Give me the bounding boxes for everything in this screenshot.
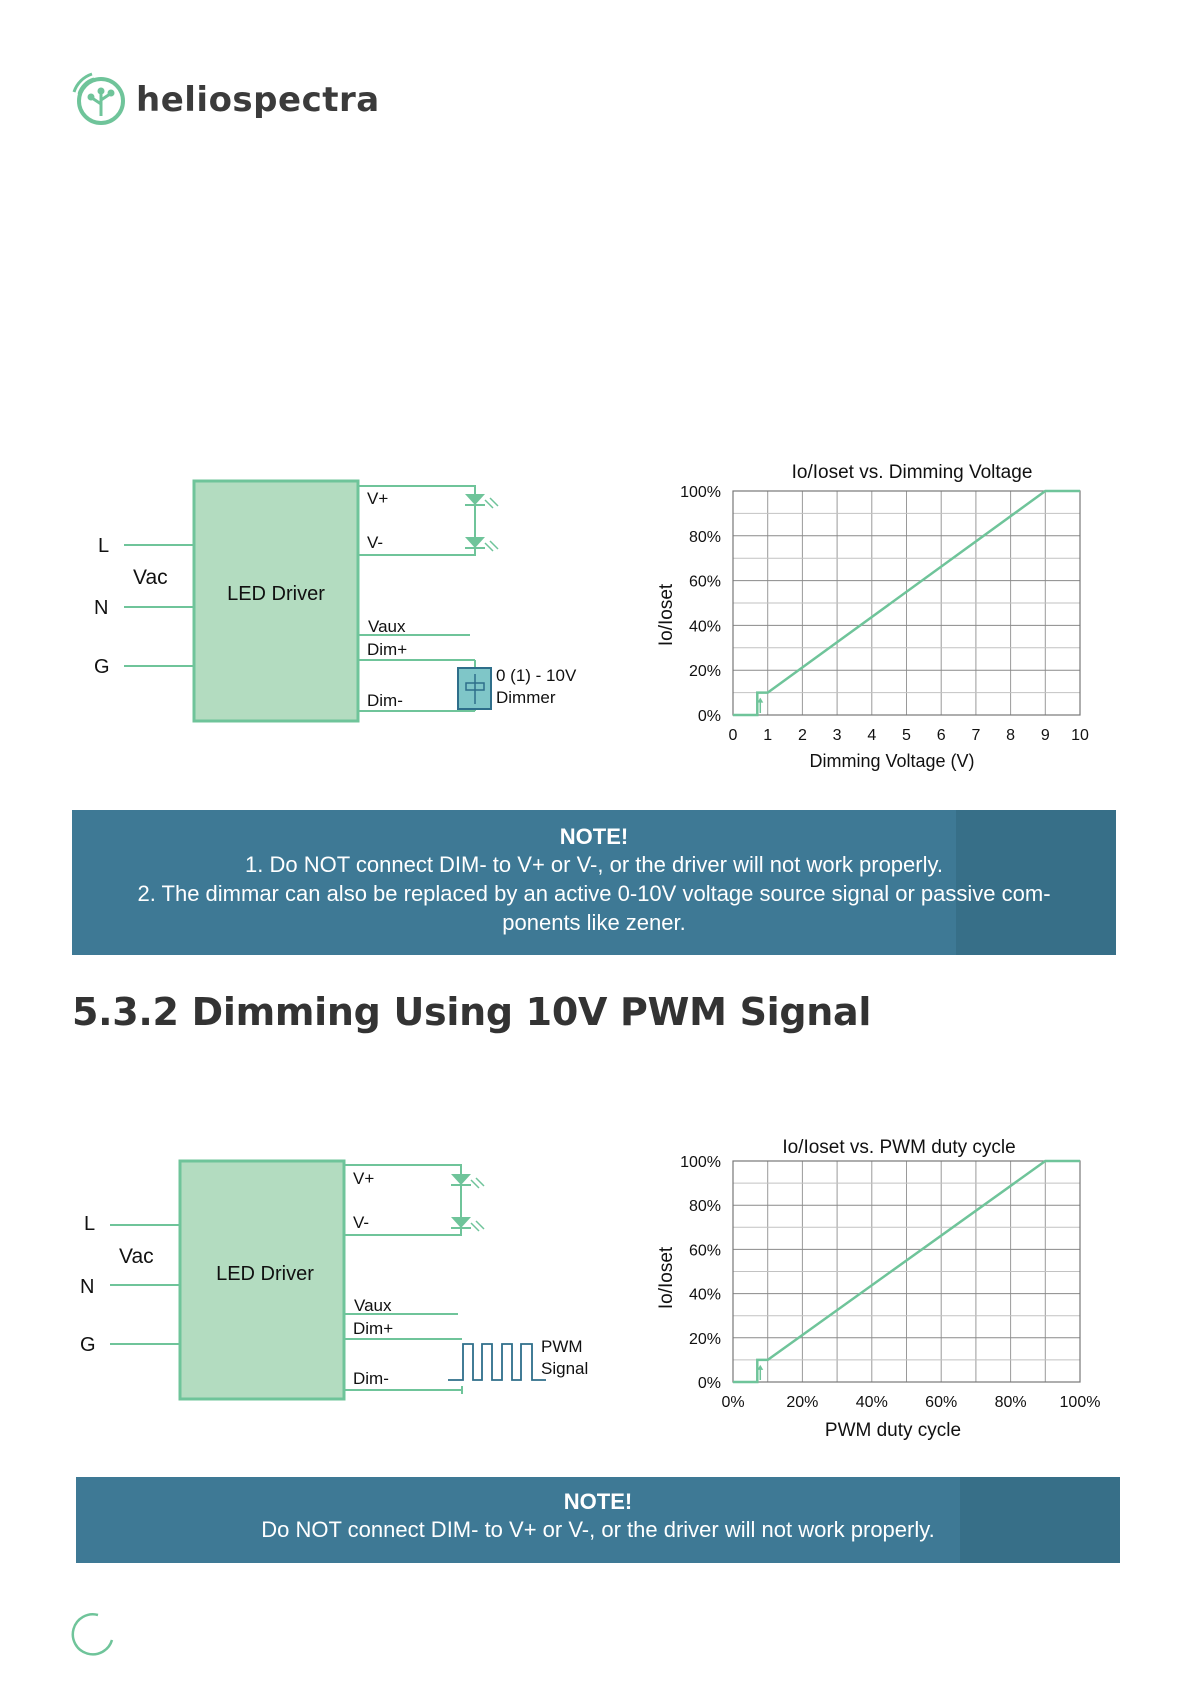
label-vaux: Vaux bbox=[368, 617, 406, 636]
label-dimminus: Dim- bbox=[353, 1369, 389, 1388]
x-tick-label: 8 bbox=[1006, 727, 1015, 744]
note-line: ponents like zener. bbox=[502, 910, 686, 935]
x-tick-label: 5 bbox=[902, 727, 911, 744]
x-tick-label: 2 bbox=[798, 727, 807, 744]
x-tick-label: 20% bbox=[786, 1394, 818, 1411]
label-vminus: V- bbox=[367, 533, 383, 552]
led-driver-label: LED Driver bbox=[216, 1263, 314, 1285]
y-tick-label: 20% bbox=[689, 1331, 721, 1348]
x-tick-label: 100% bbox=[1060, 1394, 1101, 1411]
y-tick-label: 40% bbox=[689, 1287, 721, 1304]
label-n: N bbox=[94, 597, 108, 619]
label-g: G bbox=[94, 656, 110, 678]
y-tick-label: 60% bbox=[689, 1242, 721, 1259]
y-tick-label: 80% bbox=[689, 529, 721, 546]
pwm-waveform-icon bbox=[448, 1343, 546, 1381]
y-tick-label: 60% bbox=[689, 574, 721, 591]
chart-pwm-duty-cycle: Io/Ioset vs. PWM duty cycle Io/Ioset PWM… bbox=[656, 1137, 1100, 1441]
note-line: 1. Do NOT connect DIM- to V+ or V-, or t… bbox=[245, 852, 943, 877]
y-tick-label: 20% bbox=[689, 663, 721, 680]
label-vplus: V+ bbox=[353, 1169, 374, 1188]
x-tick-label: 6 bbox=[937, 727, 946, 744]
chart-dimming-voltage: Io/Ioset vs. Dimming Voltage Io/Ioset Di… bbox=[656, 462, 1089, 771]
label-vac: Vac bbox=[133, 566, 168, 589]
x-axis-label: PWM duty cycle bbox=[825, 1420, 961, 1441]
series-line bbox=[733, 489, 1080, 717]
led-icon bbox=[451, 1217, 471, 1228]
y-tick-label: 0% bbox=[698, 708, 721, 725]
wiring-diagram-pwm: L N G Vac LED Driver V+ V- Vaux Dim+ Dim… bbox=[80, 1159, 588, 1401]
x-tick-label: 4 bbox=[867, 727, 876, 744]
led-driver-label: LED Driver bbox=[227, 583, 325, 605]
section-heading: 5.3.2 Dimming Using 10V PWM Signal bbox=[72, 990, 872, 1034]
x-tick-label: 10 bbox=[1071, 727, 1089, 744]
chart-title: Io/Ioset vs. PWM duty cycle bbox=[782, 1137, 1015, 1158]
x-tick-label: 60% bbox=[925, 1394, 957, 1411]
x-tick-label: 9 bbox=[1041, 727, 1050, 744]
note-title: NOTE! bbox=[563, 1489, 633, 1514]
data-series bbox=[733, 489, 1080, 717]
label-source-2: Signal bbox=[541, 1359, 588, 1378]
label-dimminus: Dim- bbox=[367, 691, 403, 710]
label-dimplus: Dim+ bbox=[367, 640, 407, 659]
x-tick-label: 40% bbox=[856, 1394, 888, 1411]
gridlines bbox=[732, 1160, 1081, 1383]
label-vac: Vac bbox=[119, 1245, 154, 1268]
chart-title: Io/Ioset vs. Dimming Voltage bbox=[792, 462, 1033, 483]
y-axis-label: Io/Ioset bbox=[656, 1246, 677, 1309]
brand-name: heliospectra bbox=[136, 80, 380, 120]
wiring-diagram-0-10v: L N G Vac LED Driver V+ V- Vaux Dim+ Dim… bbox=[94, 479, 577, 723]
y-tick-label: 80% bbox=[689, 1198, 721, 1215]
led-icon bbox=[465, 537, 485, 548]
y-tick-label: 40% bbox=[689, 618, 721, 635]
label-dimplus: Dim+ bbox=[353, 1319, 393, 1338]
page-corner-icon bbox=[71, 1613, 114, 1656]
plot-frame bbox=[732, 1160, 1081, 1383]
led-driver-box bbox=[192, 479, 360, 723]
note-title: NOTE! bbox=[559, 824, 629, 849]
x-tick-label: 1 bbox=[763, 727, 772, 744]
led-icon bbox=[465, 494, 485, 505]
note-line: 2. The dimmar can also be replaced by an… bbox=[137, 881, 1051, 906]
plant-circuit-logo-icon bbox=[72, 72, 125, 125]
led-driver-box bbox=[178, 1159, 346, 1401]
x-tick-label: 0% bbox=[721, 1394, 744, 1411]
led-icon bbox=[451, 1174, 471, 1185]
x-tick-label: 80% bbox=[995, 1394, 1027, 1411]
step-arrow-head bbox=[757, 697, 764, 703]
y-tick-label: 100% bbox=[680, 1154, 721, 1171]
step-arrow-head bbox=[757, 1364, 764, 1370]
tick-labels: 0% 20% 40% 60% 80% 100% 0% 20% 40% 60% 80% 100% bbox=[680, 1154, 1100, 1411]
x-tick-label: 3 bbox=[833, 727, 842, 744]
y-tick-label: 100% bbox=[680, 484, 721, 501]
label-vminus: V- bbox=[353, 1213, 369, 1232]
label-source-1: PWM bbox=[541, 1337, 583, 1356]
label-l: L bbox=[98, 535, 109, 557]
note-line: Do NOT connect DIM- to V+ or V-, or the … bbox=[261, 1517, 935, 1542]
x-tick-label: 0 bbox=[729, 727, 738, 744]
label-g: G bbox=[80, 1334, 96, 1356]
x-tick-label: 7 bbox=[971, 727, 980, 744]
tick-labels: 0% 20% 40% 60% 80% 100% 0 1 2 3 4 5 6 7 8 9 10 bbox=[680, 484, 1089, 744]
x-axis-label: Dimming Voltage (V) bbox=[809, 751, 974, 771]
note-box: NOTE! 1. Do NOT connect DIM- to V+ or V-… bbox=[72, 810, 1116, 955]
plot-frame bbox=[732, 490, 1081, 716]
label-source-1: 0 (1) - 10V bbox=[496, 666, 577, 685]
label-n: N bbox=[80, 1276, 94, 1298]
data-series bbox=[733, 1159, 1080, 1384]
label-vaux: Vaux bbox=[354, 1296, 392, 1315]
label-vplus: V+ bbox=[367, 489, 388, 508]
y-tick-label: 0% bbox=[698, 1375, 721, 1392]
note-box: NOTE! Do NOT connect DIM- to V+ or V-, o… bbox=[76, 1477, 1120, 1563]
label-l: L bbox=[84, 1213, 95, 1235]
series-line bbox=[733, 1159, 1080, 1384]
label-source-2: Dimmer bbox=[496, 688, 556, 707]
gridlines bbox=[732, 490, 1081, 716]
y-axis-label: Io/Ioset bbox=[656, 583, 677, 646]
